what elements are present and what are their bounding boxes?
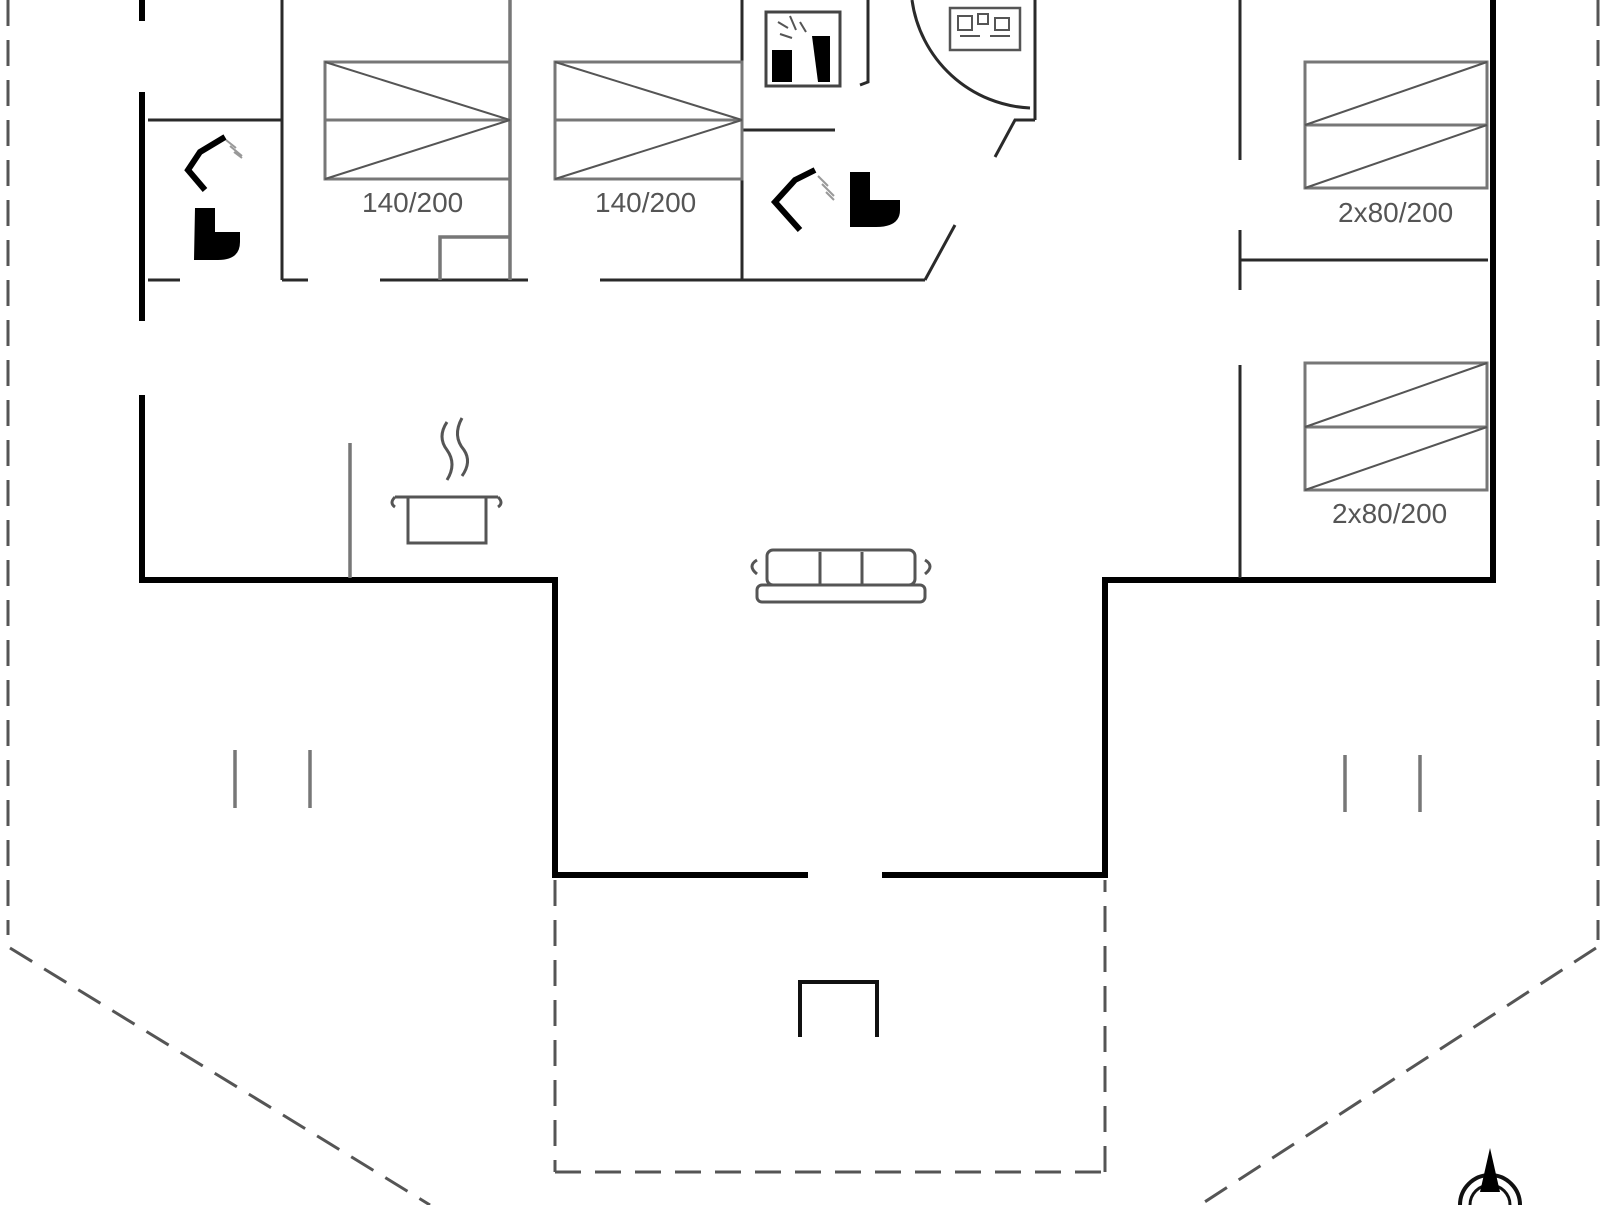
- door-swing: [910, 0, 1031, 110]
- washing-machine-icon: [764, 10, 842, 88]
- sofa-icon: [750, 548, 932, 604]
- shower-icon: [184, 134, 243, 192]
- toilet-icon: [850, 172, 900, 227]
- terrace-outline: [553, 880, 1107, 1174]
- cooking-pot-icon: [390, 417, 503, 545]
- bed-label-1: 140/200: [362, 187, 463, 218]
- bed-label-4: 2x80/200: [1332, 498, 1447, 529]
- bed-label-2: 140/200: [595, 187, 696, 218]
- exterior-walls: [139, 0, 1496, 878]
- roof-outline: [6, 0, 1600, 1205]
- bed-twin-2: [1303, 361, 1489, 492]
- toilet-icon: [194, 208, 240, 260]
- bed-double-1: [323, 60, 512, 181]
- washing-machine-icon: [948, 6, 1022, 52]
- stove-icon: [798, 980, 879, 1037]
- compass-icon: [1458, 1148, 1522, 1205]
- bed-double-2: [553, 60, 744, 181]
- shower-icon: [770, 167, 835, 232]
- bed-twin-1: [1303, 60, 1489, 190]
- terrace-rail: [233, 750, 1422, 812]
- bed-label-3: 2x80/200: [1338, 197, 1453, 228]
